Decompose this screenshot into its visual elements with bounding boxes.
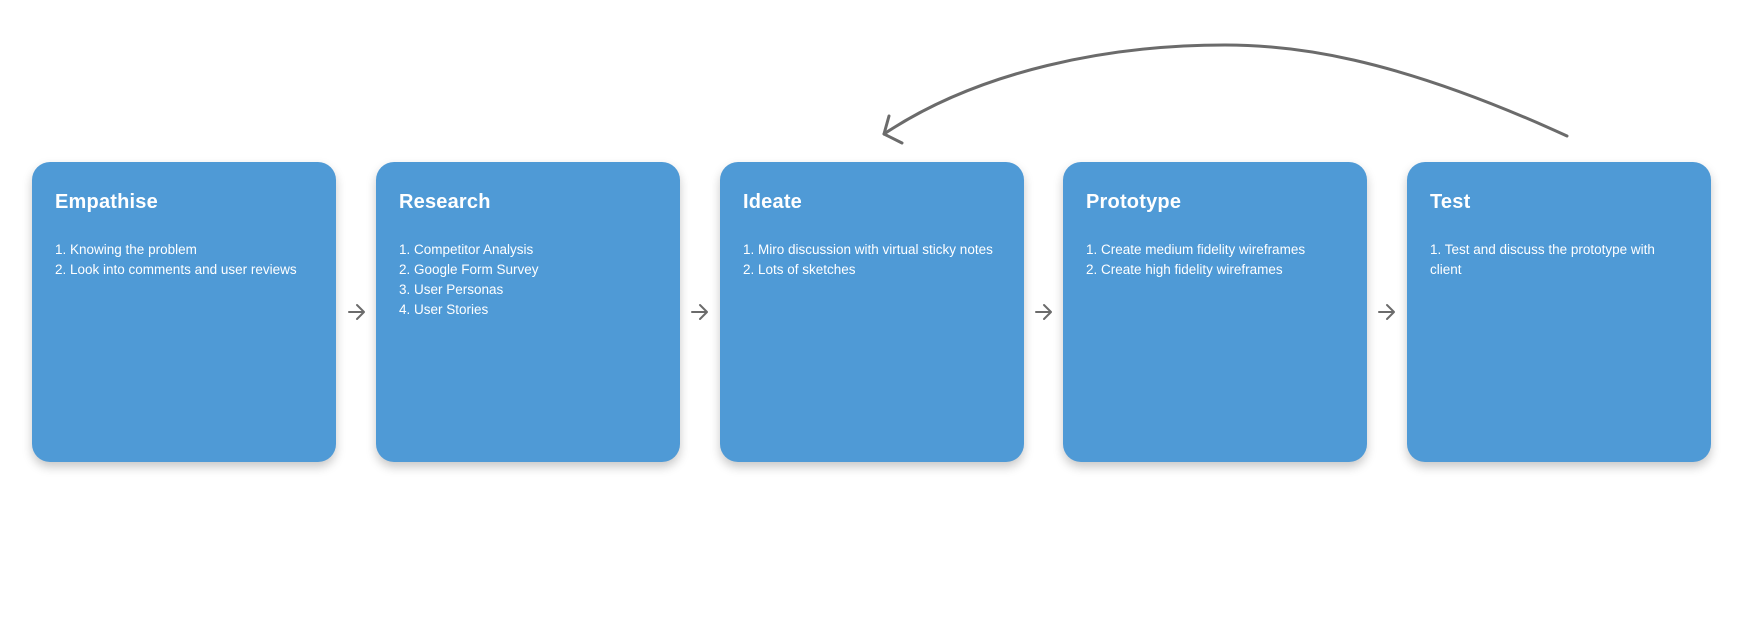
stage-card-empathise: Empathise 1. Knowing the problem 2. Look… xyxy=(32,162,336,462)
stage-item: 2. Google Form Survey xyxy=(399,262,539,277)
stage-items: 1. Competitor Analysis 2. Google Form Su… xyxy=(399,240,657,320)
stage-item: 2. Look into comments and user reviews xyxy=(55,262,297,277)
stage-item: 3. User Personas xyxy=(399,282,504,297)
stage-title: Empathise xyxy=(55,191,158,213)
stage-title: Research xyxy=(399,191,491,213)
loop-back-arrow-icon xyxy=(882,43,1569,145)
arrow-right-icon xyxy=(348,304,365,320)
stage-items: 1. Create medium fidelity wireframes 2. … xyxy=(1086,240,1344,280)
stage-items: 1. Miro discussion with virtual sticky n… xyxy=(743,240,1001,280)
arrow-right-icon xyxy=(1035,304,1052,320)
stage-card-prototype: Prototype 1. Create medium fidelity wire… xyxy=(1063,162,1367,462)
stage-title: Prototype xyxy=(1086,191,1182,213)
stage-item: 2. Lots of sketches xyxy=(743,262,856,277)
arrow-right-icon xyxy=(691,304,708,320)
stage-item: 1. Knowing the problem xyxy=(55,242,197,257)
stage-item: 1. Create medium fidelity wireframes xyxy=(1086,242,1306,257)
stage-title: Ideate xyxy=(743,191,803,213)
stage-item: 4. User Stories xyxy=(399,302,489,317)
stage-items: 1. Test and discuss the prototype with c… xyxy=(1430,240,1688,280)
stage-card-ideate: Ideate 1. Miro discussion with virtual s… xyxy=(720,162,1024,462)
stage-item: 1. Competitor Analysis xyxy=(399,242,534,257)
stage-title: Test xyxy=(1430,191,1471,213)
stage-items: 1. Knowing the problem 2. Look into comm… xyxy=(55,240,313,280)
stage-card-research: Research 1. Competitor Analysis 2. Googl… xyxy=(376,162,680,462)
stage-item: 1. Test and discuss the prototype with c… xyxy=(1430,242,1655,277)
stage-item: 2. Create high fidelity wireframes xyxy=(1086,262,1283,277)
stage-card-test: Test 1. Test and discuss the prototype w… xyxy=(1407,162,1711,462)
stage-item: 1. Miro discussion with virtual sticky n… xyxy=(743,242,993,257)
arrow-right-icon xyxy=(1378,304,1395,320)
